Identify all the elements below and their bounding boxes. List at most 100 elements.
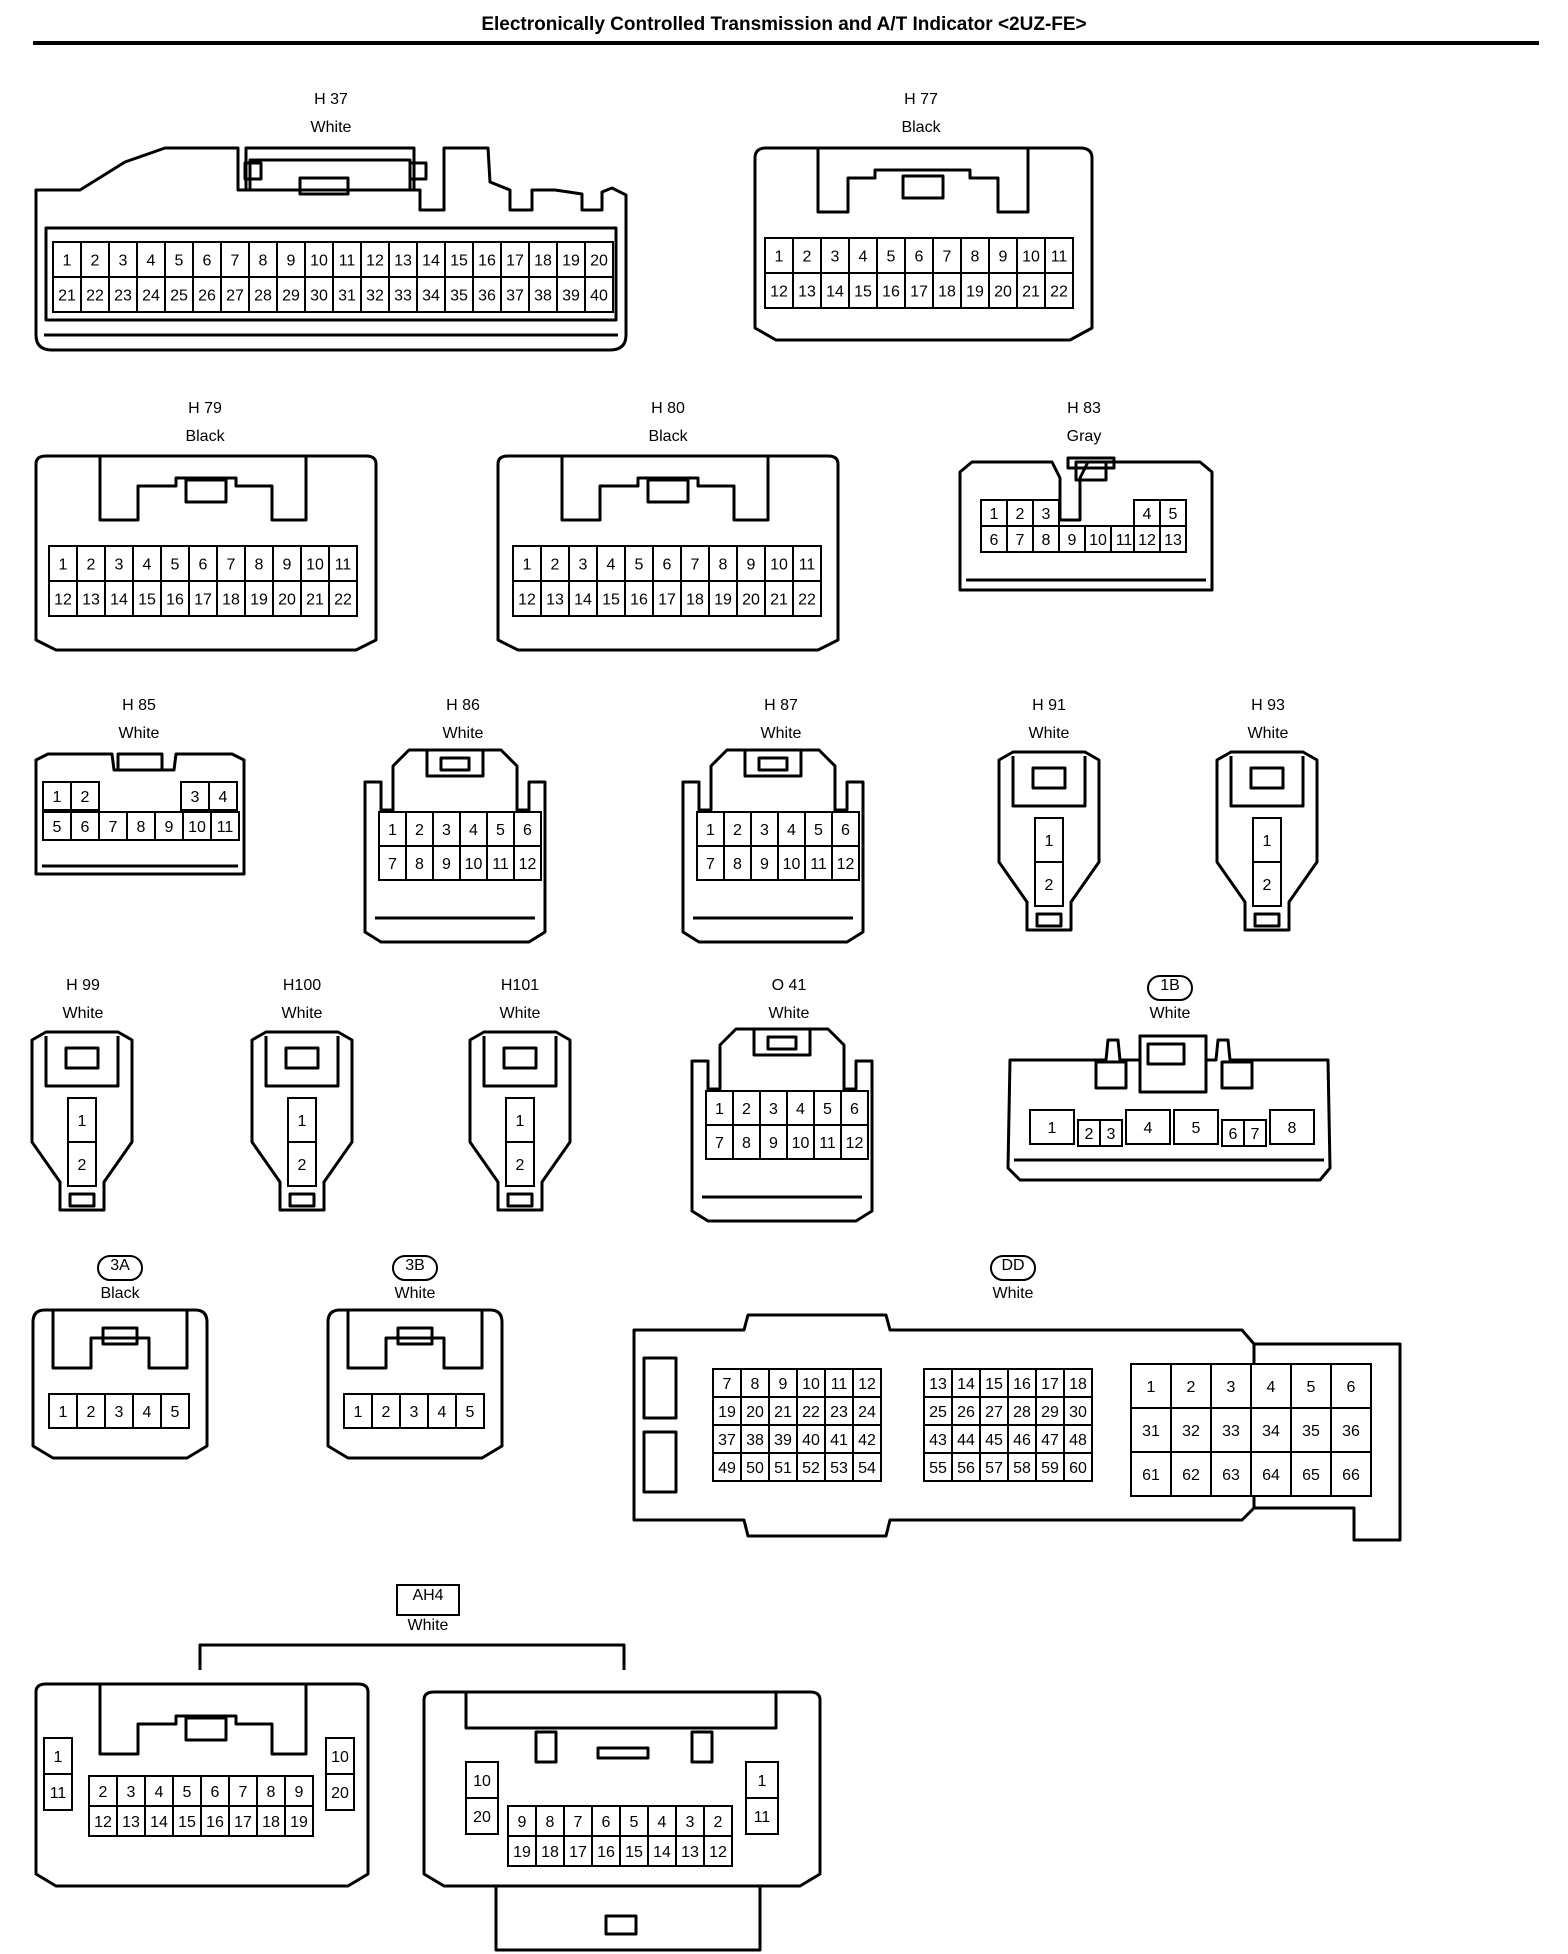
pin-number: 3 <box>410 1404 419 1421</box>
pin-number: 1 <box>715 1101 724 1118</box>
pin-number: 4 <box>143 557 152 574</box>
pin-number: 13 <box>798 284 816 301</box>
pin-cell <box>182 811 212 841</box>
pin-number: 35 <box>450 288 468 305</box>
latch <box>1138 1034 1208 1094</box>
pin-number: 12 <box>709 1844 727 1861</box>
pin-number: 19 <box>562 253 580 270</box>
latch-slot <box>1146 1042 1186 1066</box>
pin-cell <box>459 845 488 881</box>
pin-number: 2 <box>298 1157 307 1174</box>
pin-cell <box>904 237 934 274</box>
pin-number: 4 <box>219 789 228 806</box>
pin-number: 8 <box>719 557 728 574</box>
pin-number: 2 <box>516 1157 525 1174</box>
pin-cell <box>216 545 246 582</box>
pin-cell <box>455 1393 485 1429</box>
pin-number: 1 <box>54 1749 63 1766</box>
pin-cell <box>192 241 222 278</box>
latch-slot <box>439 756 471 772</box>
pin-number: 2 <box>1016 506 1025 523</box>
pin-number: 17 <box>234 1814 252 1831</box>
pin-number: 5 <box>171 557 180 574</box>
pin-number: 28 <box>254 288 272 305</box>
pin-number: 2 <box>78 1157 87 1174</box>
pin-cell <box>723 845 752 881</box>
pin-number: 7 <box>227 557 236 574</box>
pin-number: 2 <box>99 1784 108 1801</box>
pin-cell <box>328 580 358 617</box>
pin-number: 18 <box>222 592 240 609</box>
pin-number: 63 <box>1222 1467 1240 1484</box>
pin-number: 1 <box>758 1773 767 1790</box>
latch <box>98 1684 308 1756</box>
pin-number: 4 <box>469 822 478 839</box>
pin-cell <box>596 545 626 582</box>
pin-number: 11 <box>217 819 234 836</box>
pin-number: 1 <box>775 249 784 266</box>
latch <box>1229 756 1305 808</box>
pin-cell <box>792 545 822 582</box>
pin-number: 5 <box>630 1814 639 1831</box>
pin-cell <box>1006 499 1034 527</box>
pin-number: 20 <box>331 1785 349 1802</box>
pin-number: 5 <box>53 819 62 836</box>
pin-number: 6 <box>602 1814 611 1831</box>
pin-number: 8 <box>751 1376 760 1393</box>
pin-cell <box>840 1124 869 1160</box>
pin-cell <box>52 276 82 313</box>
pin-number: 30 <box>1069 1404 1087 1421</box>
pin-number: 17 <box>1041 1376 1059 1393</box>
pin-cell <box>848 237 878 274</box>
pin-cell <box>328 545 358 582</box>
pin-number: 7 <box>239 1784 248 1801</box>
connector-color-h-86: White <box>443 725 484 742</box>
pin-number: 10 <box>188 819 206 836</box>
pin-cell <box>88 1805 118 1837</box>
pin-cell <box>108 276 138 313</box>
pin-number: 6 <box>211 1784 220 1801</box>
pin-number: 12 <box>94 1814 112 1831</box>
connector-id-3a: 3A <box>110 1257 130 1274</box>
pin-number: 49 <box>718 1460 736 1477</box>
pin-cell <box>848 272 878 309</box>
pin-number: 2 <box>1085 1126 1094 1143</box>
pin-number: 1 <box>1048 1120 1057 1137</box>
pin-number: 15 <box>450 253 468 270</box>
connector-body-ah4-left <box>34 1682 370 1888</box>
pin-cell <box>272 545 302 582</box>
latch-slot <box>243 161 263 181</box>
pin-number: 36 <box>1342 1423 1360 1440</box>
connector-body-h-99 <box>30 1030 134 1212</box>
connector-color-3b: White <box>395 1285 436 1302</box>
pin-number: 3 <box>769 1101 778 1118</box>
pin-cell <box>1290 1451 1332 1497</box>
pin-cell <box>703 1835 733 1867</box>
pin-number: 13 <box>394 253 412 270</box>
page-title: Electronically Controlled Transmission a… <box>481 14 1087 35</box>
connector-badge-ah4 <box>396 1584 460 1616</box>
pin-number: 3 <box>1107 1126 1116 1143</box>
pin-number: 17 <box>569 1844 587 1861</box>
pin-number: 8 <box>546 1814 555 1831</box>
latch-slot <box>1220 1060 1254 1090</box>
pin-number: 55 <box>929 1460 947 1477</box>
pin-cell <box>513 845 542 881</box>
pin-number: 3 <box>127 1784 136 1801</box>
pin-cell <box>505 1097 535 1143</box>
connector-id-dd: DD <box>1001 1257 1024 1274</box>
pin-number: 16 <box>166 592 184 609</box>
latch-slot <box>690 1730 714 1764</box>
pin-cell <box>1063 1396 1093 1426</box>
pin-number: 15 <box>138 592 156 609</box>
pin-number: 54 <box>858 1460 876 1477</box>
latch <box>244 146 416 192</box>
pin-number: 16 <box>630 592 648 609</box>
pin-cell <box>1243 1119 1267 1147</box>
connector-color-o-41: White <box>769 1005 810 1022</box>
pin-cell <box>505 1141 535 1187</box>
pin-number: 22 <box>798 592 816 609</box>
pin-number: 21 <box>58 288 76 305</box>
latch <box>98 456 308 522</box>
pin-number: 13 <box>681 1844 699 1861</box>
